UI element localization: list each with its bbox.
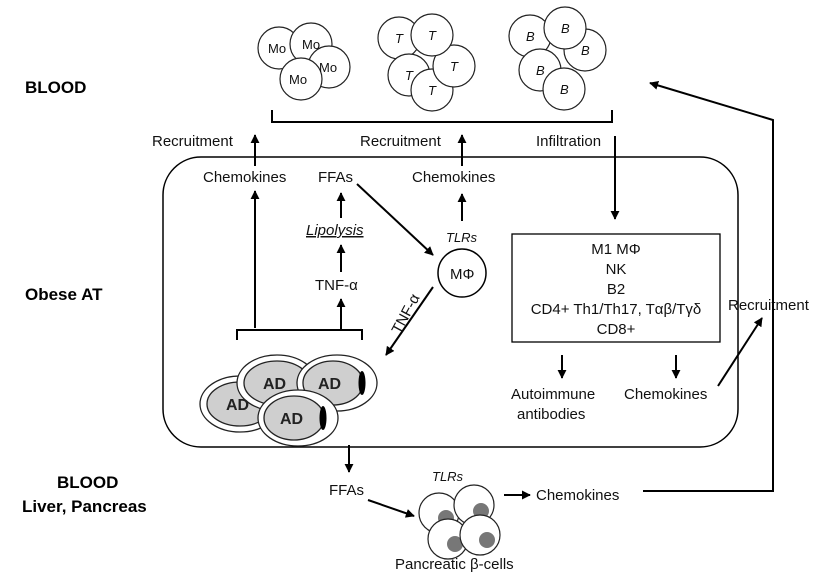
arrow-ffas-to-beta-cells bbox=[367, 499, 415, 518]
recruitment-mid-label: Recruitment bbox=[360, 133, 442, 150]
obese-at-compartment bbox=[162, 156, 739, 448]
arrow-chemokines-to-recruitment-right bbox=[717, 317, 763, 387]
region-label-liver-pancreas: Liver, Pancreas bbox=[22, 497, 147, 516]
immune-cell-item: M1 MΦ bbox=[591, 241, 641, 258]
arrow-loop-back-to-blood bbox=[643, 81, 774, 492]
region-label-obese-at: Obese AT bbox=[25, 285, 103, 304]
t-cell-label: T bbox=[428, 83, 437, 98]
adipocyte-label: AD bbox=[280, 411, 303, 428]
tlrs-macrophage-label: TLRs bbox=[446, 230, 478, 245]
immune-cells-box bbox=[511, 233, 721, 343]
b-cell-label: B bbox=[536, 63, 545, 78]
recruitment-right-label: Recruitment bbox=[728, 297, 810, 314]
adipocyte-cluster: AD AD AD AD bbox=[199, 354, 378, 447]
immune-cell-item: CD4+ Th1/Th17, Tαβ/Tγδ bbox=[531, 301, 702, 318]
b-cell-label: B bbox=[581, 43, 590, 58]
macrophage-icon bbox=[437, 248, 487, 298]
b-cell-label: B bbox=[561, 21, 570, 36]
monocyte-cluster: Mo Mo Mo Mo bbox=[257, 22, 351, 101]
chemokines-bottom-label: Chemokines bbox=[536, 487, 619, 504]
ffas-top-label: FFAs bbox=[318, 169, 353, 186]
recruitment-left-label: Recruitment bbox=[152, 133, 234, 150]
t-cell-label: T bbox=[405, 68, 414, 83]
t-cell-label: T bbox=[450, 59, 459, 74]
tlrs-beta-label: TLRs bbox=[432, 469, 464, 484]
autoimmune-label-2: antibodies bbox=[517, 406, 585, 423]
b-cell-cluster: B B B B B bbox=[508, 6, 607, 111]
infiltration-label: Infiltration bbox=[536, 133, 601, 150]
chemokines-right-label: Chemokines bbox=[624, 386, 707, 403]
t-cell-label: T bbox=[395, 31, 404, 46]
chemokines-left-label: Chemokines bbox=[203, 169, 286, 186]
pancreatic-beta-cells-label: Pancreatic β-cells bbox=[395, 556, 514, 573]
immune-cell-item: CD8+ bbox=[597, 321, 636, 338]
macrophage-label: MΦ bbox=[450, 266, 474, 283]
adipocyte-bracket bbox=[236, 329, 363, 340]
t-cell-cluster: T T T T T bbox=[377, 13, 476, 112]
region-label-blood-top: BLOOD bbox=[25, 78, 86, 97]
immune-cell-item: B2 bbox=[607, 281, 625, 298]
autoimmune-label: Autoimmune bbox=[511, 386, 595, 403]
arrow-ffas-to-macrophage bbox=[356, 183, 434, 256]
adipocyte-label: AD bbox=[263, 376, 286, 393]
ffas-bottom-label: FFAs bbox=[329, 482, 364, 499]
blood-cells-bracket bbox=[271, 110, 613, 123]
pancreatic-beta-cells bbox=[418, 484, 501, 560]
monocyte-label: Mo bbox=[289, 72, 307, 87]
adipocyte-label: AD bbox=[318, 376, 341, 393]
chemokines-mid-label: Chemokines bbox=[412, 169, 495, 186]
immune-cell-item: NK bbox=[606, 261, 627, 278]
tnf-left-label: TNF-α bbox=[315, 277, 358, 294]
lipolysis-label: Lipolysis bbox=[306, 222, 364, 239]
arrow-macrophage-tnf-to-adipocyte bbox=[385, 286, 434, 356]
b-cell-label: B bbox=[526, 29, 535, 44]
b-cell-label: B bbox=[560, 82, 569, 97]
monocyte-label: Mo bbox=[302, 37, 320, 52]
region-label-blood-bottom: BLOOD bbox=[57, 473, 118, 492]
monocyte-label: Mo bbox=[268, 41, 286, 56]
adipocyte-label: AD bbox=[226, 397, 249, 414]
monocyte-label: Mo bbox=[319, 60, 337, 75]
tnf-diagonal-label: TNF-α bbox=[389, 291, 424, 337]
t-cell-label: T bbox=[428, 28, 437, 43]
